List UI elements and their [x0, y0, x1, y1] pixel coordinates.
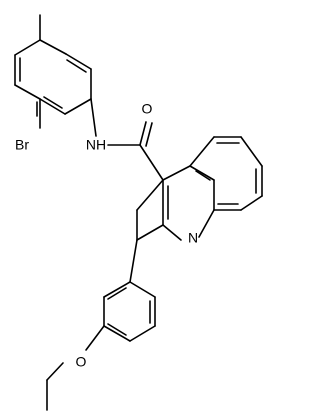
bond-aryl-o — [85, 325, 105, 351]
bond-c-c4 — [139, 144, 164, 181]
atom-label-nh: NH — [86, 137, 106, 153]
bond-phenyl-f — [14, 84, 41, 100]
molecule-drawing: O NH Br N O — [14, 14, 263, 411]
bond-benzo-3 — [240, 136, 263, 167]
bonds — [14, 14, 263, 411]
atom-label-o-carbonyl: O — [142, 101, 153, 117]
bond-quin-2 — [189, 165, 215, 181]
bond-phenyl-d — [64, 98, 92, 115]
bond-quin-7 — [136, 224, 164, 241]
atom-label-br: Br — [15, 137, 29, 153]
atom-label-o-ether: O — [76, 354, 87, 370]
bond-benzo-1 — [189, 136, 215, 167]
atom-label-n-ring: N — [188, 230, 198, 246]
bond-phenyl-inner-1 — [66, 59, 87, 73]
bond-phenyl-b — [65, 53, 92, 70]
bond-c-o-1 — [139, 121, 147, 146]
bond-phenyl-h — [14, 39, 41, 56]
structure-canvas: O NH Br N O — [14, 14, 263, 411]
bond-aryl-4 — [103, 325, 131, 342]
bond-benzo-5 — [240, 195, 263, 211]
bond-c-o-2 — [145, 122, 153, 147]
bond-quin-5 — [162, 224, 182, 241]
bond-aryl-1 — [129, 281, 156, 298]
bond-phenyl-a — [39, 39, 67, 55]
bond-quin-1 — [162, 165, 191, 181]
bond-aryl-inner-2 — [107, 323, 127, 336]
bond-o-ch2 — [46, 362, 64, 381]
bond-quin-inner-2 — [195, 170, 211, 181]
bond-quin-9 — [136, 179, 164, 211]
bond-c2-aryl — [129, 239, 138, 283]
bond-phenyl-e — [39, 98, 66, 115]
bond-aryl-inner-3 — [107, 287, 127, 300]
atom-labels: O NH Br N O — [15, 101, 198, 370]
bond-aryl-6 — [103, 281, 131, 298]
bond-quin-4 — [198, 209, 215, 238]
bond-phenyl-inner-2 — [43, 96, 63, 109]
bond-aryl-3 — [129, 325, 156, 342]
bond-ring-nh — [90, 98, 97, 137]
